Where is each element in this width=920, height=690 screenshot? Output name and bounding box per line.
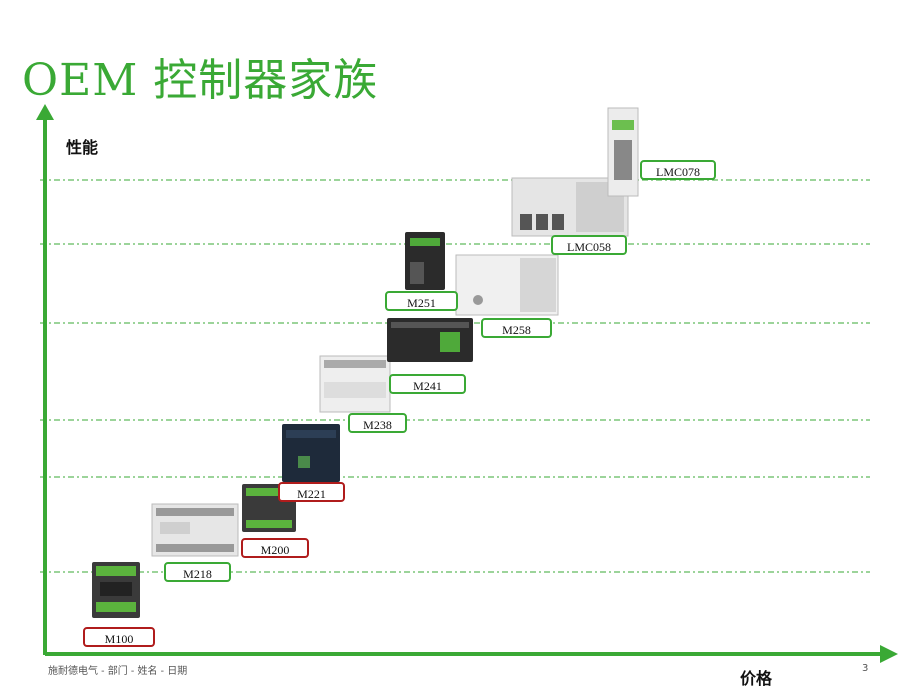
m100-image — [92, 562, 140, 618]
m218-image — [151, 503, 239, 557]
product-label-m251: M251 — [385, 291, 458, 311]
product-label-m238: M238 — [348, 413, 407, 433]
y-axis-arrow — [36, 104, 54, 120]
product-label-lmc078: LMC078 — [640, 160, 716, 180]
m221-image — [282, 424, 340, 482]
x-axis-arrow — [880, 645, 898, 663]
lmc078-image — [607, 107, 639, 197]
footer-text: 施耐德电气 - 部门 - 姓名 - 日期 — [48, 666, 188, 677]
m238-image — [319, 355, 391, 413]
m241-image — [387, 318, 473, 362]
product-label-m100: M100 — [83, 627, 155, 647]
product-label-m218: M218 — [164, 562, 231, 582]
product-label-m221: M221 — [278, 482, 345, 502]
m258-image — [455, 254, 559, 316]
slide-title: OEM 控制器家族 — [22, 55, 379, 106]
product-label-m258: M258 — [481, 318, 552, 338]
page-number: 3 — [862, 663, 869, 674]
x-axis-label: 价格 — [740, 669, 773, 688]
product-label-m241: M241 — [389, 374, 466, 394]
m251-image — [405, 232, 445, 290]
product-label-lmc058: LMC058 — [551, 235, 627, 255]
y-axis-label: 性能 — [66, 138, 99, 157]
product-label-m200: M200 — [241, 538, 309, 558]
